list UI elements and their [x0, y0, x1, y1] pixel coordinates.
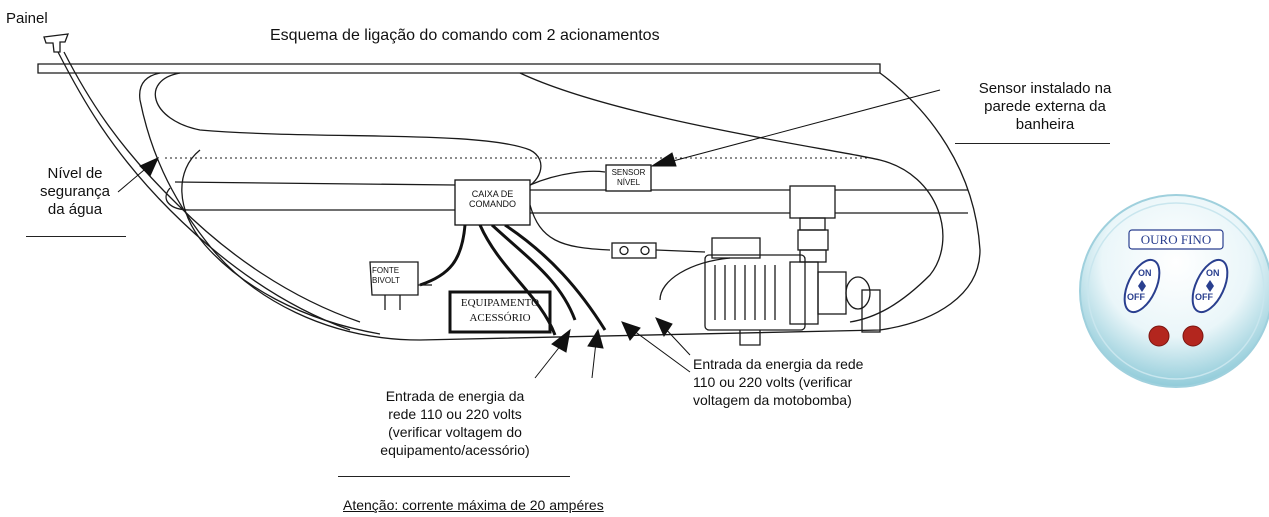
red-button-1 — [1148, 325, 1170, 347]
entrada-motor-label: Entrada da energia da rede 110 ou 220 vo… — [693, 356, 864, 408]
sensor-nivel-label: SENSOR NÍVEL — [611, 168, 646, 187]
pump-body — [704, 254, 806, 331]
switch-2-off: OFF — [1195, 292, 1213, 302]
panel-disc — [1079, 194, 1269, 388]
switch-1-on: ON — [1138, 268, 1152, 278]
equipamento-label: EQUIPAMENTO ACESSÓRIO — [460, 297, 540, 324]
painel-label: Painel — [6, 10, 48, 27]
atencao-note: Atenção: corrente máxima de 20 ampéres — [343, 497, 604, 513]
caixa-comando-label: CAIXA DE COMANDO — [469, 189, 516, 209]
sensor-note-underline — [955, 143, 1110, 144]
diagram-title: Esquema de ligação do comando com 2 acio… — [270, 27, 660, 44]
brand-label: OURO FINO — [1140, 232, 1212, 247]
brand-badge — [1128, 229, 1224, 250]
entrada-equip-label: Entrada de energia da rede 110 ou 220 vo… — [380, 388, 530, 458]
nivel-underline — [26, 236, 126, 237]
main-pipe — [165, 187, 455, 211]
fonte-bivolt-label: FONTE BIVOLT — [372, 266, 400, 285]
nivel-label: Nível de segurança da água — [39, 165, 111, 218]
tub-inner — [519, 72, 944, 323]
switch-2-arrow-icon — [1206, 280, 1214, 292]
panel-hose — [57, 51, 351, 331]
entrada-equip-underline — [338, 476, 570, 477]
equip-box-outline — [448, 290, 552, 334]
switch-2-on: ON — [1206, 268, 1220, 278]
sensor-note: Sensor instalado na parede externa da ba… — [978, 80, 1112, 133]
switch-1-off: OFF — [1127, 292, 1145, 302]
tub-outer — [139, 72, 981, 341]
switch-1-arrow-icon — [1138, 280, 1146, 292]
panel-cap — [43, 33, 69, 53]
red-button-2 — [1182, 325, 1204, 347]
